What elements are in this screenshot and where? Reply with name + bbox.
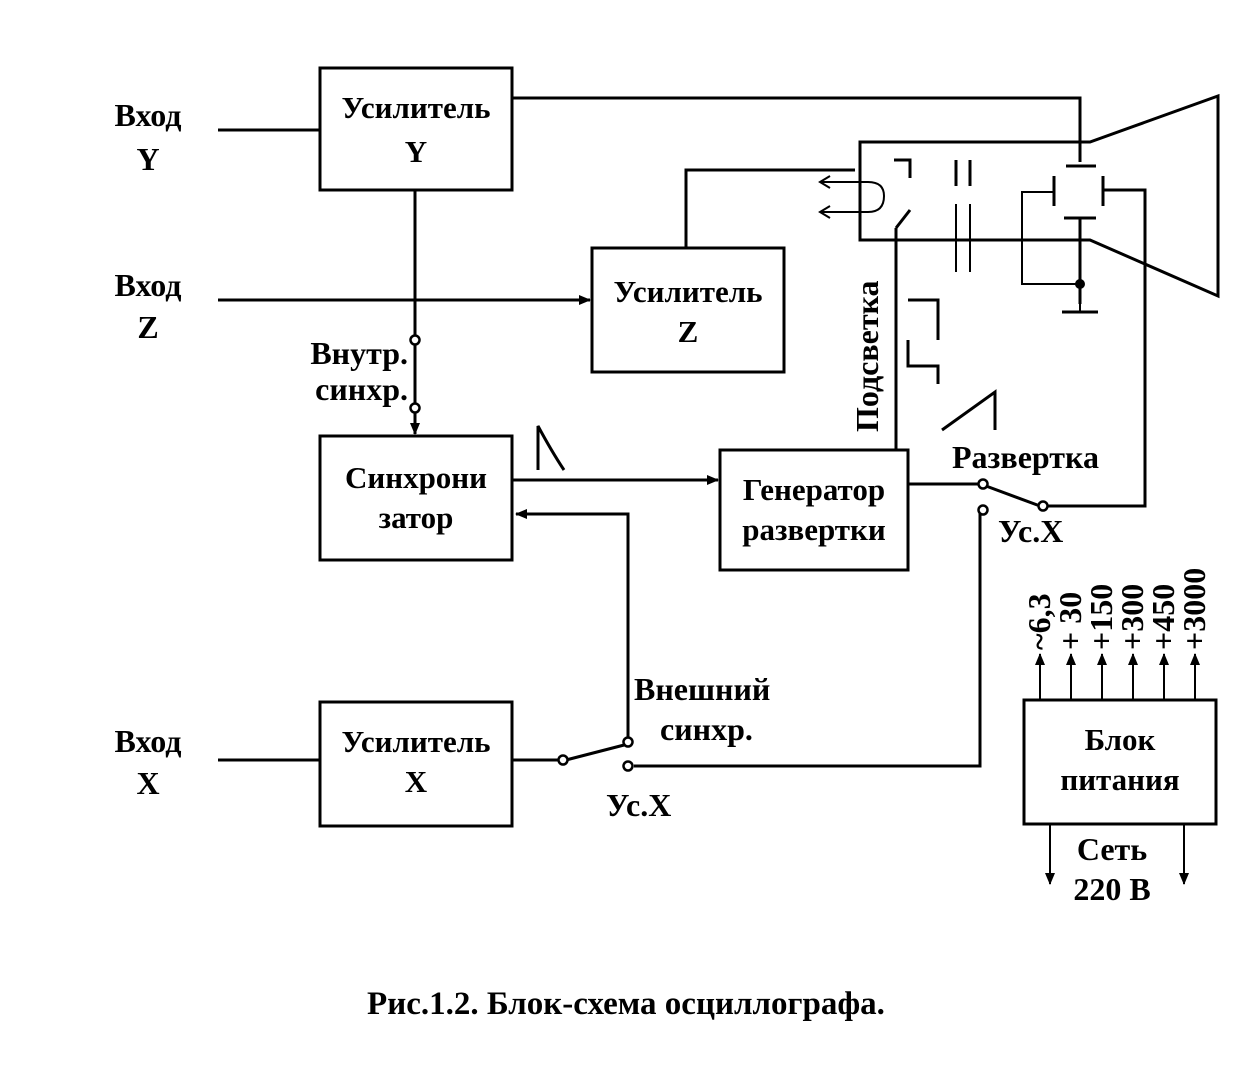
synchronizer-block: Синхрони затор bbox=[318, 434, 514, 562]
heater-arrow-bottom bbox=[818, 205, 831, 219]
input-x-label-2: X bbox=[136, 765, 159, 801]
synchronizer-title-1: Синхрони bbox=[345, 460, 487, 495]
amp-x-title: Усилитель bbox=[341, 724, 490, 759]
amp-y-to-crt-wire bbox=[512, 96, 1082, 162]
input-z-label-2: Z bbox=[137, 309, 158, 345]
sweep-generator-block: Генератор развертки bbox=[718, 448, 910, 572]
input-y-label-1: Вход bbox=[115, 97, 182, 133]
ext-sync-to-synchronizer-wire bbox=[515, 509, 630, 738]
ext-sync-contact bbox=[622, 736, 634, 748]
amp-y-letter: Y bbox=[405, 134, 427, 169]
amp-x-switch-pivot bbox=[557, 754, 569, 766]
sweep-switch-blade bbox=[985, 484, 1041, 508]
sweep-generator-title-2: развертки bbox=[742, 512, 886, 547]
blanking-pulse-icon bbox=[906, 298, 940, 384]
voltage-label-6: +3000 bbox=[1176, 568, 1212, 650]
amp-z-title: Усилитель bbox=[613, 274, 762, 309]
voltage-label-2: + 30 bbox=[1052, 592, 1088, 650]
amp-y-block: Усилитель Y bbox=[318, 66, 514, 192]
amp-z-letter: Z bbox=[678, 314, 699, 349]
power-supply-title-2: питания bbox=[1060, 762, 1179, 797]
amp-x-letter: X bbox=[405, 764, 428, 799]
ground-junction bbox=[1075, 279, 1085, 289]
input-y-label-2: Y bbox=[136, 141, 159, 177]
amp-z-box bbox=[590, 246, 786, 374]
h-plate-lead bbox=[1021, 191, 1080, 285]
amp-z-to-crt-wire bbox=[684, 168, 855, 248]
power-supply-block: Блок питания bbox=[1022, 698, 1218, 826]
us-x-contact-top bbox=[977, 504, 989, 516]
ext-sync-label-2: синхр. bbox=[660, 711, 753, 747]
sweep-to-crt-wire bbox=[1046, 188, 1147, 508]
voltage-label-3: +150 bbox=[1083, 584, 1119, 650]
blanking-label: Подсветка bbox=[849, 280, 885, 432]
int-sync-terminal-top bbox=[409, 334, 421, 346]
input-x-label-1: Вход bbox=[115, 723, 182, 759]
figure-caption: Рис.1.2. Блок-схема осциллографа. bbox=[367, 986, 885, 1022]
sawtooth-icon bbox=[941, 389, 997, 432]
sweep-switch-pivot bbox=[977, 478, 989, 490]
power-supply-title-1: Блок bbox=[1085, 722, 1156, 757]
amp-z-block: Усилитель Z bbox=[590, 246, 786, 374]
us-x-bottom-label: Ус.X bbox=[606, 787, 671, 823]
int-sync-terminal-bottom bbox=[409, 402, 421, 414]
us-x-contact-bottom bbox=[622, 760, 634, 772]
amp-x-switch-blade bbox=[565, 742, 629, 762]
ext-sync-label-1: Внешний bbox=[634, 671, 770, 707]
input-z-label-1: Вход bbox=[115, 267, 182, 303]
voltage-label-4: +300 bbox=[1114, 584, 1150, 650]
sync-pulse-icon bbox=[536, 425, 566, 471]
sweep-generator-title-1: Генератор bbox=[743, 472, 885, 507]
wires bbox=[218, 96, 1200, 885]
sweep-label: Развертка bbox=[952, 439, 1099, 475]
synchronizer-title-2: затор bbox=[379, 500, 454, 535]
amp-x-box bbox=[318, 700, 514, 828]
anode-2-icon bbox=[955, 204, 971, 272]
us-x-top-label: Ус.X bbox=[998, 513, 1063, 549]
grid-lead bbox=[894, 209, 912, 229]
terminals bbox=[409, 334, 1049, 772]
sweep-generator-box bbox=[718, 448, 910, 572]
crt-tube bbox=[818, 93, 1220, 314]
mains-label-2: 220 В bbox=[1073, 871, 1150, 907]
int-sync-label-2: синхр. bbox=[315, 371, 408, 407]
crt-outline bbox=[858, 93, 1220, 299]
heater-arrow-top bbox=[818, 175, 831, 189]
mains-label-1: Сеть bbox=[1077, 831, 1147, 867]
us-x-link-wire bbox=[634, 512, 982, 768]
anode-1-icon bbox=[954, 160, 972, 186]
amp-x-block: Усилитель X bbox=[318, 700, 514, 828]
cathode-icon bbox=[822, 181, 886, 213]
grid-icon bbox=[894, 158, 912, 178]
voltage-label-5: +450 bbox=[1145, 584, 1181, 650]
power-supply-box bbox=[1022, 698, 1218, 826]
int-sync-label-1: Внутр. bbox=[310, 335, 408, 371]
synchronizer-box bbox=[318, 434, 514, 562]
voltage-label-1: ~6,3 bbox=[1021, 593, 1057, 650]
sweep-contact bbox=[1037, 500, 1049, 512]
amp-y-title: Усилитель bbox=[341, 90, 490, 125]
amp-y-box bbox=[318, 66, 514, 192]
